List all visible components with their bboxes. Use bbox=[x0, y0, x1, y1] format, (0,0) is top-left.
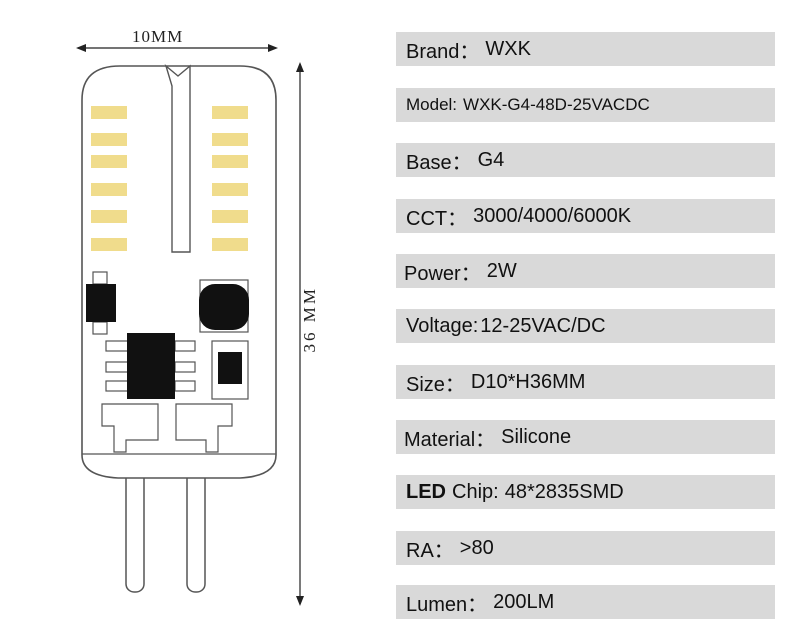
spec-label: CCT： bbox=[406, 207, 468, 230]
ic-chip-component bbox=[105, 333, 196, 399]
spec-row-size: Size：D10*H36MM bbox=[396, 365, 775, 399]
led-chips-right bbox=[212, 106, 248, 251]
spec-value: WXK-G4-48D-25VACDC bbox=[463, 95, 650, 114]
spec-value: Silicone bbox=[501, 425, 572, 448]
width-dimension-line bbox=[76, 44, 278, 52]
spec-label: Brand： bbox=[406, 40, 480, 63]
resistor-component bbox=[211, 340, 249, 400]
spec-label: Size： bbox=[406, 373, 465, 396]
bulb-diagram: 10MM 36 MM bbox=[0, 0, 380, 635]
spec-list: Brand：WXK Model: WXK-G4-48D-25VACDC Base：… bbox=[396, 0, 776, 635]
spec-value: D10*H36MM bbox=[470, 370, 586, 393]
spec-label: Lumen： bbox=[406, 593, 488, 616]
center-divider bbox=[164, 63, 191, 253]
spec-label: Chip: bbox=[452, 480, 499, 503]
height-dimension-line bbox=[296, 62, 304, 606]
spec-row-model: Model: WXK-G4-48D-25VACDC bbox=[396, 88, 775, 122]
led-chips-left bbox=[91, 106, 127, 251]
spec-value: WXK bbox=[485, 37, 531, 60]
spec-label: Model: bbox=[406, 95, 458, 114]
spec-value: G4 bbox=[477, 148, 505, 171]
spec-label: Material： bbox=[404, 428, 496, 451]
spec-row-led-chip: LED Chip:48*2835SMD bbox=[396, 475, 775, 509]
spec-value: 12-25VAC/DC bbox=[480, 314, 606, 337]
spec-row-material: Material：Silicone bbox=[396, 420, 775, 454]
spec-value: >80 bbox=[459, 536, 494, 559]
spec-label-bold: LED bbox=[406, 480, 446, 503]
width-dimension-label: 10MM bbox=[132, 27, 184, 46]
pin-pads bbox=[101, 403, 233, 453]
spec-value: 3000/4000/6000K bbox=[473, 204, 632, 227]
bulb-pins bbox=[125, 454, 206, 593]
spec-label: Voltage: bbox=[406, 314, 479, 337]
spec-value: 200LM bbox=[493, 590, 555, 613]
spec-row-power: Power：2W bbox=[396, 254, 775, 288]
spec-label: RA： bbox=[406, 539, 454, 562]
spec-value: 48*2835SMD bbox=[504, 480, 624, 503]
spec-row-cct: CCT：3000/4000/6000K bbox=[396, 199, 775, 233]
g4-bulb-illustration bbox=[76, 44, 304, 606]
spec-row-ra: RA：>80 bbox=[396, 531, 775, 565]
capacitor-component bbox=[199, 279, 249, 333]
diode-component bbox=[86, 271, 116, 335]
spec-row-base: Base：G4 bbox=[396, 143, 775, 177]
spec-label: Base： bbox=[406, 151, 472, 174]
height-dimension-label: 36 MM bbox=[300, 286, 319, 353]
spec-row-brand: Brand：WXK bbox=[396, 32, 775, 66]
spec-label: Power： bbox=[404, 262, 481, 285]
spec-row-voltage: Voltage:12-25VAC/DC bbox=[396, 309, 775, 343]
spec-value: 2W bbox=[486, 259, 517, 282]
spec-row-lumen: Lumen：200LM bbox=[396, 585, 775, 619]
